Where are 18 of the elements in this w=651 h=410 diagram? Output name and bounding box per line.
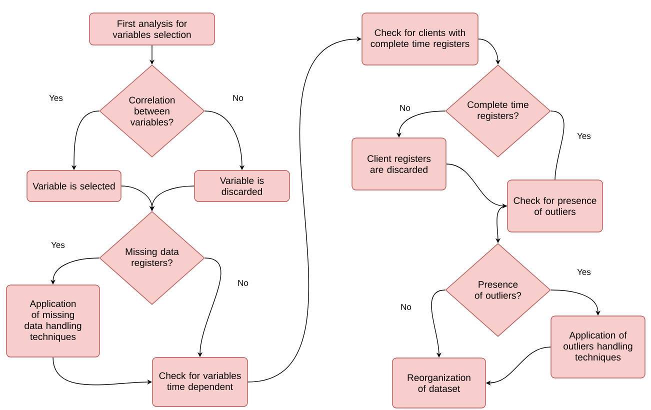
edge-label: Yes xyxy=(576,268,592,276)
process-box: Reorganization of dataset xyxy=(392,358,486,408)
process-box: Check for variables time dependent xyxy=(152,357,248,407)
process-box: Variable is selected xyxy=(26,170,122,202)
process-box: Check for clients with complete time registers xyxy=(362,12,478,66)
edge-label: Yes xyxy=(576,132,592,140)
edge-label: No xyxy=(398,104,412,112)
edge-label: Yes xyxy=(50,241,66,249)
process-box: First analysis for variables selection xyxy=(89,12,215,46)
process-box: Client registers are discarded xyxy=(352,138,446,190)
edge-label: Yes xyxy=(48,94,64,102)
edge-label: No xyxy=(232,94,244,102)
edge-label: No xyxy=(236,279,250,287)
process-box: Application of missing data handling techniques xyxy=(6,284,100,358)
edge-label: No xyxy=(400,303,412,311)
process-box: Check for presence of outliers xyxy=(507,180,603,232)
process-box: Application of outliers handling techniques xyxy=(550,316,646,378)
process-box: Variable is discarded xyxy=(194,170,290,202)
